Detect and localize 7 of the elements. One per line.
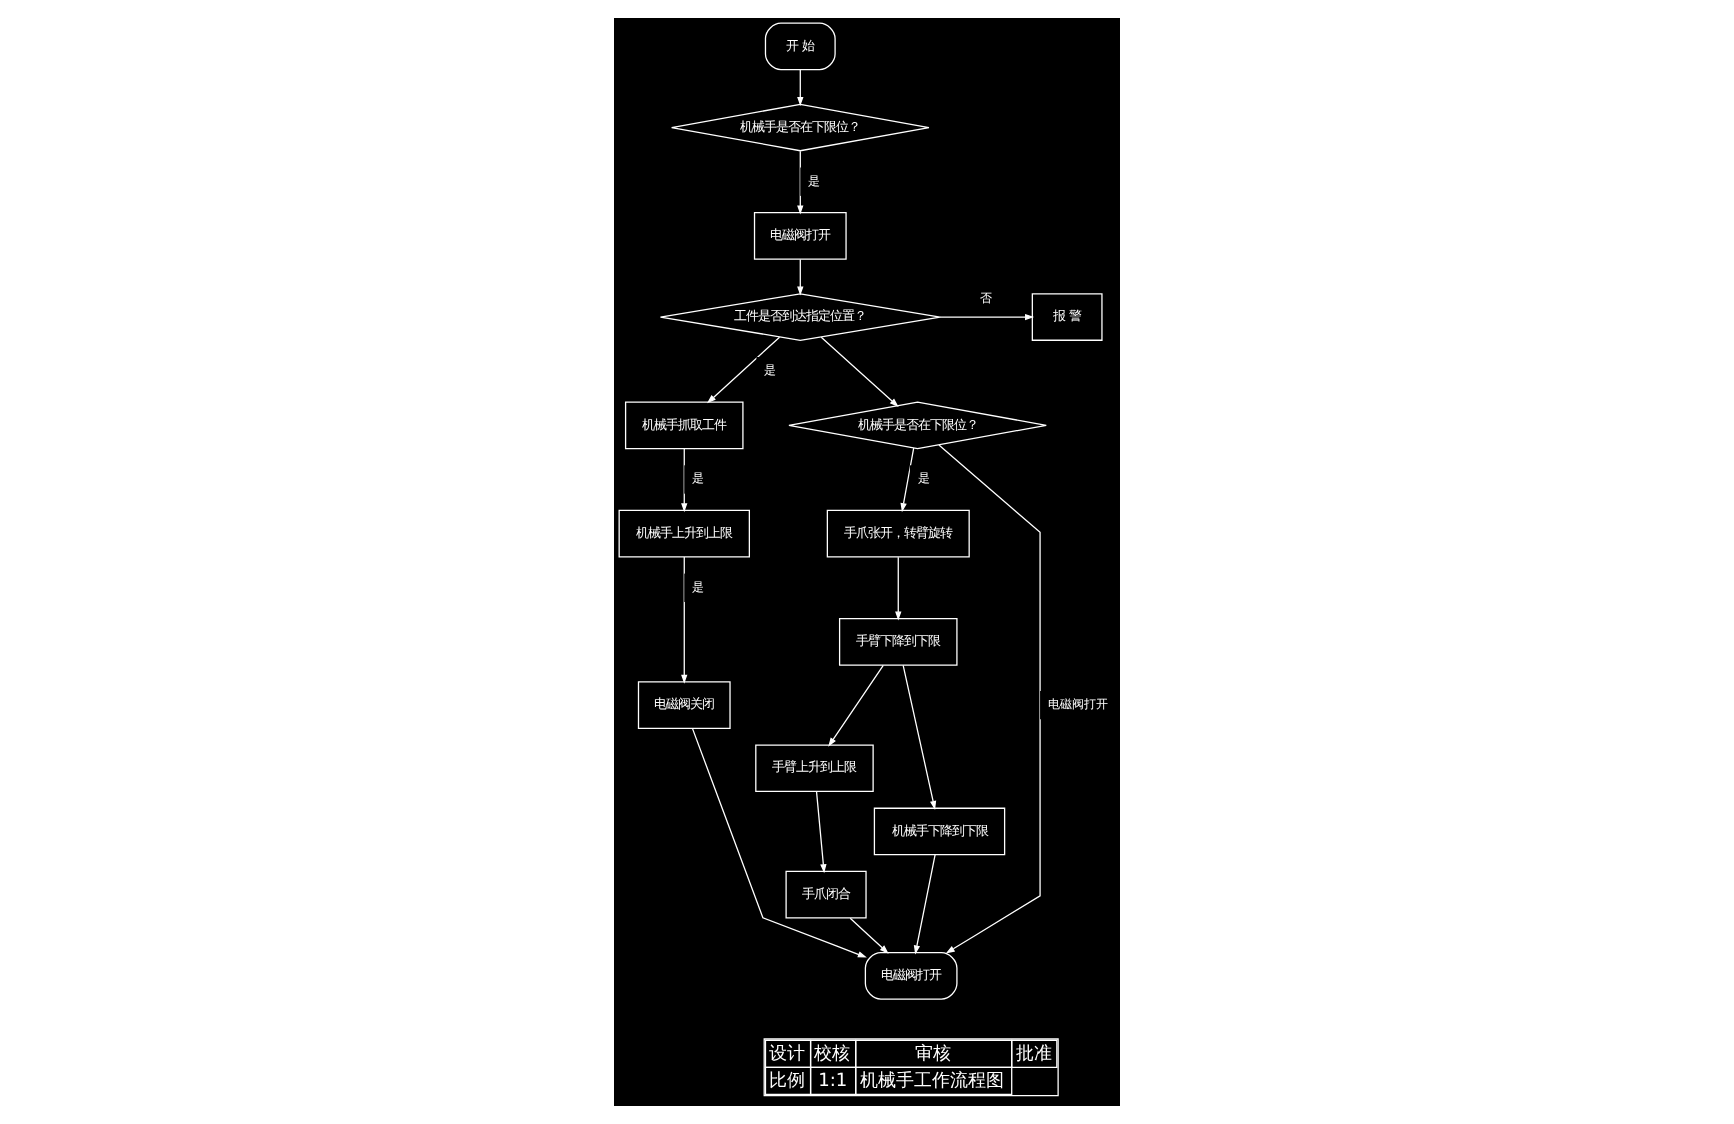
label: 1:1 [818,1071,848,1092]
label: 批准 [1015,1044,1052,1065]
label: 校核 [814,1044,851,1065]
label: 比例 [769,1071,806,1092]
label: 审核 [915,1044,952,1065]
label: 设计 [769,1044,806,1065]
label: 机械手工作流程图 [859,1071,1004,1092]
